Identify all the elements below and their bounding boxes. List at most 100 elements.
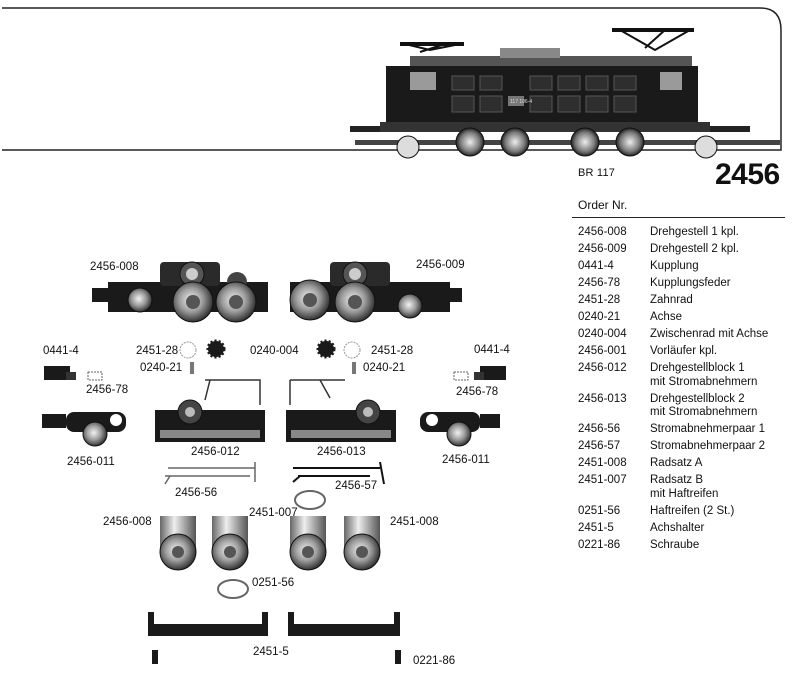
part-name: Drehgestell 1 kpl. — [650, 226, 739, 238]
label-axle-left: 0240-21 — [140, 362, 183, 374]
label-screw: 0221-86 — [413, 655, 456, 667]
pickup-pair-1-drawing — [164, 462, 256, 485]
part-code: 2456-008 — [578, 226, 627, 238]
part-name: Zwischenrad mit Achse — [650, 328, 769, 340]
part-name: Drehgestellblock 1 mit Stromabnehmern — [650, 362, 758, 388]
part-name: Achse — [650, 311, 682, 323]
spring-left-drawing — [87, 371, 103, 381]
label-wheelset-a-left: 2456-008 — [103, 516, 152, 528]
bogie-2-drawing — [289, 261, 462, 323]
part-code: 2456-78 — [578, 277, 621, 289]
part-code: 2456-012 — [578, 362, 627, 374]
part-code: 2456-013 — [578, 392, 627, 405]
locomotive-illustration: 117 106-4 — [350, 28, 780, 159]
axle-holder-left-drawing — [148, 612, 268, 636]
part-code: 2451-007 — [578, 474, 627, 486]
axle-holder-right-drawing — [288, 612, 400, 636]
label-axle-right: 0240-21 — [363, 362, 406, 374]
parts-list-row: 2456-012 Drehgestellblock 1 mit Stromabne… — [578, 362, 788, 389]
pickup-wire-upper-left — [204, 379, 261, 405]
axle-right-drawing — [352, 362, 356, 374]
part-code: 2451-5 — [578, 521, 614, 534]
bogie-block-2-drawing — [286, 399, 396, 442]
label-coupling-right: 0441-4 — [474, 344, 510, 356]
label-gear-right: 2451-28 — [371, 345, 414, 357]
spring-right-drawing — [453, 371, 469, 381]
parts-list-row: 2456-013 Drehgestellblock 2 mit Stromabne… — [578, 393, 788, 420]
order-heading-divider — [572, 217, 785, 218]
parts-list-row: 0251-56 Haftreifen (2 St.) — [578, 505, 788, 519]
label-gear-left: 2451-28 — [136, 345, 179, 357]
axle-left-drawing — [190, 362, 194, 374]
label-axle-holder: 2451-5 — [253, 646, 289, 658]
parts-list-row: 2451-008 Radsatz A — [578, 457, 788, 471]
part-code: 0221-86 — [578, 538, 621, 551]
label-bogie-block-1: 2456-012 — [191, 446, 240, 458]
label-bogie-block-2: 2456-013 — [317, 446, 366, 458]
part-name: Achshalter — [650, 521, 705, 534]
parts-list-row: 0441-4 Kupplung — [578, 260, 788, 274]
model-subtitle: BR 117 — [578, 167, 616, 179]
label-traction-tyre: 0251-56 — [252, 577, 295, 589]
label-pickup-pair-2: 2456-57 — [335, 480, 378, 492]
part-code: 2456-001 — [578, 345, 627, 357]
traction-tyre-upper-drawing — [294, 490, 326, 510]
label-spring-right: 2456-78 — [456, 386, 499, 398]
order-number-heading: Order Nr. — [578, 198, 628, 212]
part-code: 2456-56 — [578, 423, 621, 435]
label-coupling-left: 0441-4 — [43, 345, 79, 357]
label-idler-wheel: 0240-004 — [250, 345, 299, 357]
part-name: Zahnrad — [650, 294, 693, 306]
parts-list-row: 2456-001 Vorläufer kpl. — [578, 345, 788, 359]
label-bogie-2: 2456-009 — [416, 259, 465, 271]
bogie-1-drawing — [92, 261, 268, 323]
gear-right-drawing — [316, 339, 361, 359]
part-name: Stromabnehmerpaar 1 — [650, 423, 766, 435]
part-code: 2451-008 — [578, 457, 627, 469]
traction-tyre-lower-drawing — [217, 579, 249, 599]
label-spring-left: 2456-78 — [86, 384, 129, 396]
label-wheelset-a-right: 2451-008 — [390, 516, 439, 528]
wheelsets-drawing — [159, 516, 381, 571]
parts-list-row: 0240-004 Zwischenrad mit Achse — [578, 328, 788, 342]
part-name: Radsatz B mit Haftreifen — [650, 474, 719, 500]
coupling-left-drawing — [44, 366, 76, 380]
parts-list-row: 2456-78 Kupplungsfeder — [578, 277, 788, 291]
part-name: Schraube — [650, 538, 700, 551]
part-name: Vorläufer kpl. — [650, 345, 718, 357]
part-name: Kupplung — [650, 260, 699, 272]
pony-truck-left-drawing — [42, 412, 126, 447]
pony-truck-right-drawing — [420, 412, 500, 447]
parts-list-row: 2456-56 Stromabnehmerpaar 1 — [578, 423, 788, 437]
label-bogie-1: 2456-008 — [90, 261, 139, 273]
part-code: 2456-009 — [578, 243, 627, 255]
parts-list-row: 2456-009 Drehgestell 2 kpl. — [578, 243, 788, 257]
part-name: Radsatz A — [650, 457, 703, 469]
part-name: Drehgestell 2 kpl. — [650, 243, 739, 255]
label-pony-left: 2456-011 — [67, 456, 115, 468]
bogie-block-1-drawing — [155, 399, 265, 442]
label-pony-right: 2456-011 — [442, 454, 490, 466]
coupling-right-drawing — [474, 366, 506, 380]
svg-text:117 106-4: 117 106-4 — [510, 99, 532, 105]
parts-list-row: 2451-5 Achshalter — [578, 522, 788, 536]
part-code: 0251-56 — [578, 504, 621, 517]
parts-list-row: 2451-007 Radsatz B mit Haftreifen — [578, 474, 788, 501]
parts-list-row: 2451-28 Zahnrad — [578, 294, 788, 308]
pickup-wire-upper-right — [289, 379, 345, 405]
part-name: Kupplungsfeder — [650, 277, 731, 289]
part-name: Drehgestellblock 2 mit Stromabnehmern — [650, 392, 758, 419]
part-code: 0441-4 — [578, 260, 614, 272]
screw-right-drawing — [395, 650, 401, 664]
parts-list-row: 2456-008 Drehgestell 1 kpl. — [578, 226, 788, 240]
parts-list-row: 0240-21 Achse — [578, 311, 788, 325]
part-code: 0240-21 — [578, 311, 621, 323]
part-name: Haftreifen (2 St.) — [650, 504, 735, 517]
model-number: 2456 — [715, 158, 780, 191]
part-code: 0240-004 — [578, 328, 627, 340]
parts-list-row: 0221-86 Schraube — [578, 539, 788, 553]
part-code: 2451-28 — [578, 294, 621, 306]
